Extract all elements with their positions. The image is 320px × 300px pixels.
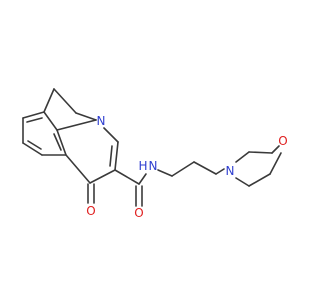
bond-c3-c5: [22, 111, 45, 119]
bond-c11-c8: [65, 154, 91, 184]
atom-label-n-morpholine: N: [226, 164, 235, 178]
bond-c19-o-morph: [269, 152, 282, 175]
atom-label-n-amide: N: [149, 159, 158, 173]
bond-c2-n: [75, 112, 97, 121]
bond-c4-n: [56, 119, 97, 131]
atom-label-n-ring: N: [97, 114, 106, 128]
atom-label-n-amide-hydrogen: H: [138, 159, 147, 173]
bond-n-morph-c16: [235, 151, 250, 163]
atom-labels: N O O N H N O: [86, 114, 287, 220]
bond-c1-c3: [43, 88, 55, 113]
bond-c8-c4-double: [53, 133, 62, 151]
bond-c1-c2: [53, 88, 77, 114]
bond-c9-c10: [114, 141, 119, 171]
bond-c6-c7-double: [27, 140, 42, 150]
bond-c8-c4: [56, 129, 67, 156]
bond-c10-c12: [114, 169, 140, 185]
bond-c14-c15: [193, 161, 217, 175]
bond-lines: [22, 88, 282, 207]
molecule-structure-diagram: N O O N H N O: [22, 88, 288, 220]
bond-n-morph-c18: [235, 177, 250, 187]
bond-c12-n-amide: [138, 173, 147, 185]
bond-c18-c19: [248, 173, 271, 187]
bond-c9-c10-double: [109, 145, 113, 167]
bond-c13-c14: [171, 161, 195, 177]
atom-label-o-amide: O: [134, 206, 143, 220]
bond-n-amide-c13: [157, 169, 173, 177]
bond-c3-c5-double: [26, 117, 43, 123]
bond-c15-n-morpholine: [215, 168, 225, 175]
atom-label-o-morpholine: O: [278, 134, 287, 148]
bond-c10-c11: [89, 169, 116, 184]
bond-c17-o-morph: [271, 145, 280, 154]
bond-n-c9: [103, 127, 119, 143]
bond-c16-c17: [248, 151, 273, 154]
bond-c3-c4: [43, 111, 58, 131]
atom-label-o-ketone: O: [86, 204, 95, 218]
bond-c6-c7: [22, 142, 43, 156]
